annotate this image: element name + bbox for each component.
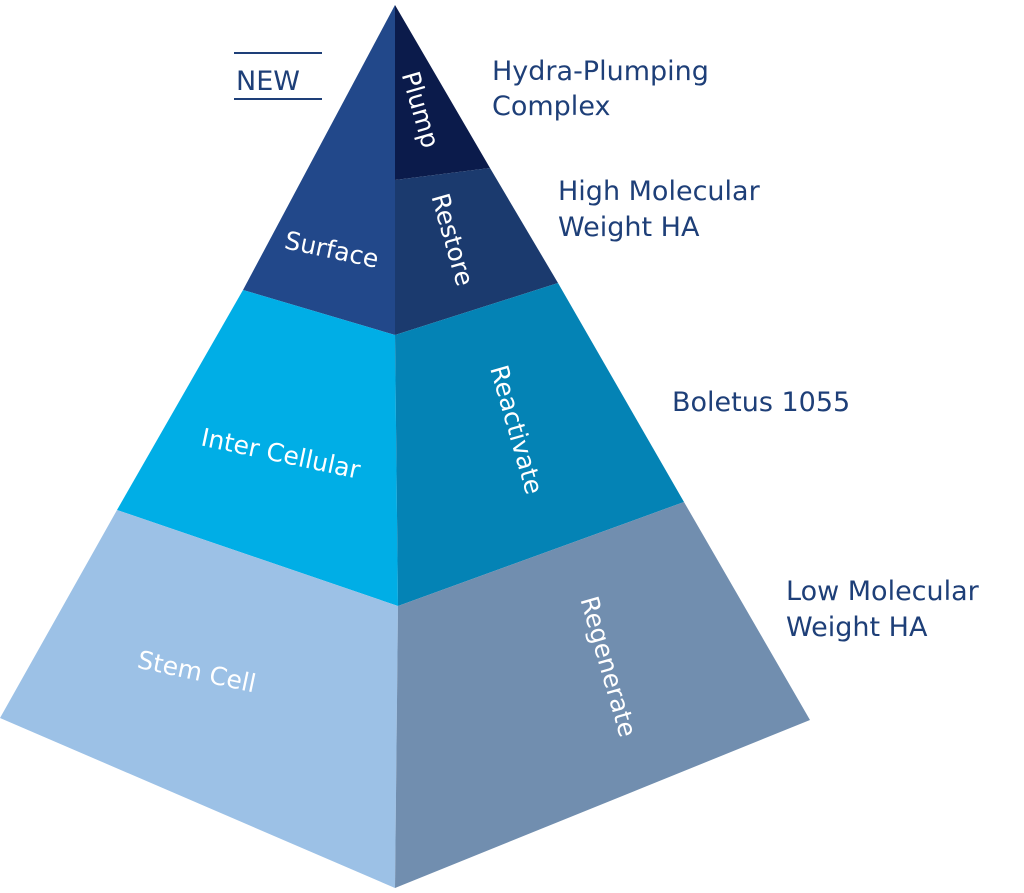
restore-layer-right xyxy=(395,168,558,335)
plump-ingredient-line2: Complex xyxy=(492,91,610,122)
regenerate-ingredient-line2: Weight HA xyxy=(786,612,928,643)
reactivate-layer-right xyxy=(395,283,684,606)
reactivate-ingredient: Boletus 1055 xyxy=(672,387,850,418)
plump-layer-right xyxy=(395,5,490,180)
inter-cellular-layer-left xyxy=(117,290,398,606)
regenerate-ingredient-line1: Low Molecular xyxy=(786,576,980,607)
regenerate-layer-right xyxy=(395,502,810,888)
restore-ingredient-line2: Weight HA xyxy=(558,212,700,243)
surface-layer-left xyxy=(243,5,395,335)
plump-ingredient-line1: Hydra-Plumping xyxy=(492,56,709,87)
restore-ingredient-line1: High Molecular xyxy=(558,176,761,207)
stem-cell-layer-left xyxy=(0,510,398,888)
new-badge-label: NEW xyxy=(236,66,300,97)
